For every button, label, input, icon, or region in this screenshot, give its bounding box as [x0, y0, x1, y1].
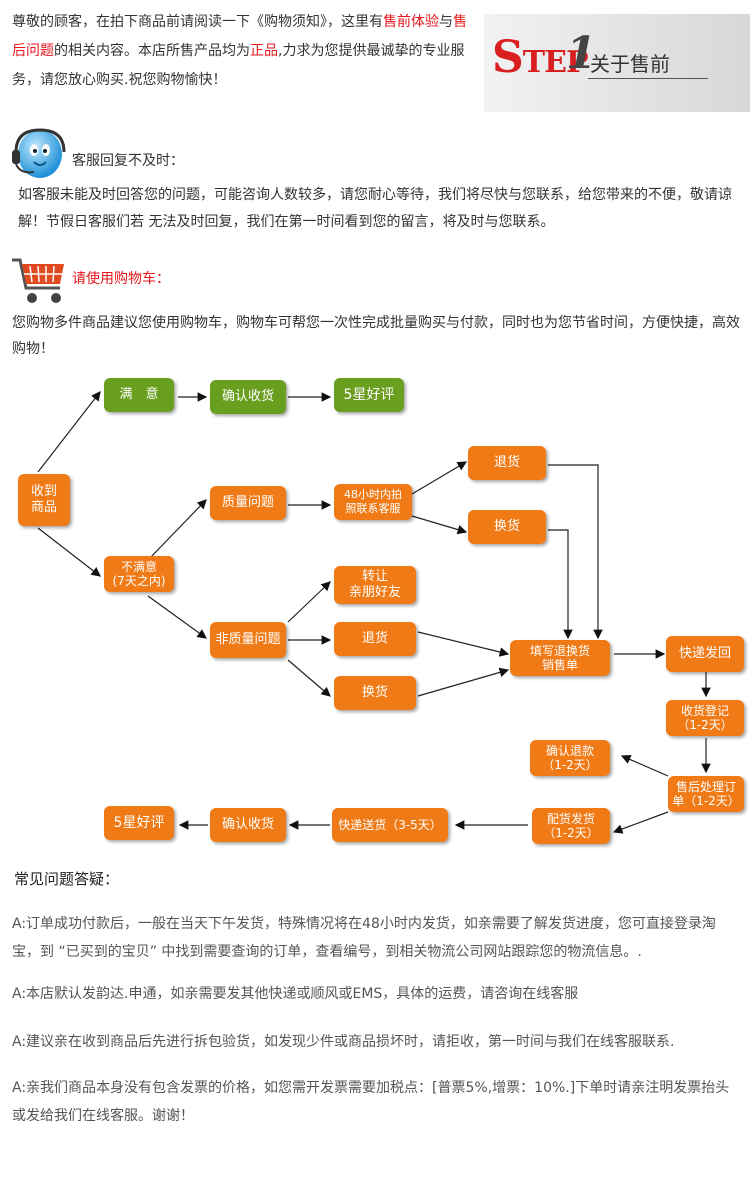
- step-word: STEP: [492, 32, 589, 83]
- faq-item-4: A:亲我们商品本身没有包含发票的价格，如您需开发票需要加税点：[普票5%,增票：…: [12, 1080, 730, 1124]
- faq-item-3: A:建议亲在收到商品后先进行拆包验货，如发现少件或商品损坏时，请拒收，第一时间与…: [12, 1034, 675, 1050]
- flow-confirm-receipt-1: 确认收货: [210, 380, 286, 414]
- flow-five-star-2: 5星好评: [104, 806, 174, 840]
- flow-non-quality-issue: 非质量问题: [210, 622, 286, 658]
- flow-dispatch: 配货发货 （1-2天）: [532, 808, 610, 844]
- step-title: 关于售前: [590, 52, 670, 76]
- intro-paragraph: 尊敬的顾客，在拍下商品前请阅读一下《购物须知》，这里有售前体验与售后问题的相关内…: [12, 8, 480, 95]
- flow-contact-48h: 48小时内拍 照联系客服: [334, 484, 412, 520]
- flow-quality-issue: 质量问题: [210, 486, 286, 520]
- flow-unsatisfied: 不满意 (7天之内): [104, 556, 174, 592]
- faq-item-1: A:订单成功付款后，一般在当天下午发货，特殊情况将在48小时内发货，如亲需要了解…: [12, 916, 716, 960]
- intro-highlight-presale: 售前体验: [383, 14, 439, 30]
- cart-body: 您购物多件商品建议您使用购物车，购物车可帮您一次性完成批量购买与付款，同时也为您…: [12, 315, 740, 357]
- flow-express-return: 快递发回: [666, 636, 744, 672]
- step-banner: STEP 1 关于售前: [484, 14, 750, 112]
- faq-item-2: A:本店默认发韵达.申通，如亲需要发其他快递或顺风或EMS，具体的运费，请咨询在…: [12, 986, 579, 1002]
- intro-text-1: 尊敬的顾客，在拍下商品前请阅读一下《购物须知》，这里有: [12, 14, 383, 30]
- step-word-rest: TEP: [522, 45, 589, 80]
- flow-satisfied: 满 意: [104, 378, 174, 412]
- flow-fill-return-form: 填写退换货 销售单: [510, 640, 610, 676]
- step-underline: [588, 78, 708, 79]
- step-number: 1: [566, 28, 597, 79]
- customer-service-icon: [8, 122, 68, 182]
- intro-text-4: ,力求为您提供最诚挚的专业服务，请您放心购买.祝您购物愉快！: [12, 43, 465, 88]
- flow-return-1: 退货: [468, 446, 546, 480]
- flow-confirm-receipt-2: 确认收货: [210, 808, 286, 842]
- intro-highlight-genuine: 正品: [250, 43, 278, 59]
- step-word-first: S: [492, 32, 524, 83]
- flow-exchange-2: 换货: [334, 676, 416, 710]
- flow-transfer-friends: 转让 亲朋好友: [334, 566, 416, 604]
- intro-highlight-aftersale: 售后问题: [12, 14, 467, 59]
- intro-text-2: 与: [439, 14, 453, 30]
- flow-receive-goods: 收到 商品: [18, 474, 70, 526]
- intro-text-3: 的相关内容。本店所售产品均为: [54, 43, 250, 59]
- service-heading: 客服回复不及时：: [72, 153, 184, 169]
- flow-five-star-1: 5星好评: [334, 378, 404, 412]
- faq-heading: 常见问题答疑：: [14, 870, 120, 888]
- cart-heading: 请使用购物车：: [72, 271, 170, 287]
- flow-receipt-registration: 收货登记 （1-2天）: [666, 700, 744, 736]
- flow-aftersale-processing: 售后处理订 单（1-2天）: [668, 776, 744, 812]
- shopping-cart-icon: [10, 254, 68, 306]
- flow-confirm-refund: 确认退款 （1-2天）: [530, 740, 610, 776]
- flow-return-2: 退货: [334, 622, 416, 656]
- service-body: 如客服未能及时回答您的问题，可能咨询人数较多，请您耐心等待，我们将尽快与您联系，…: [18, 187, 732, 230]
- flow-express-delivery: 快递送货（3-5天）: [332, 808, 448, 842]
- flow-exchange-1: 换货: [468, 510, 546, 544]
